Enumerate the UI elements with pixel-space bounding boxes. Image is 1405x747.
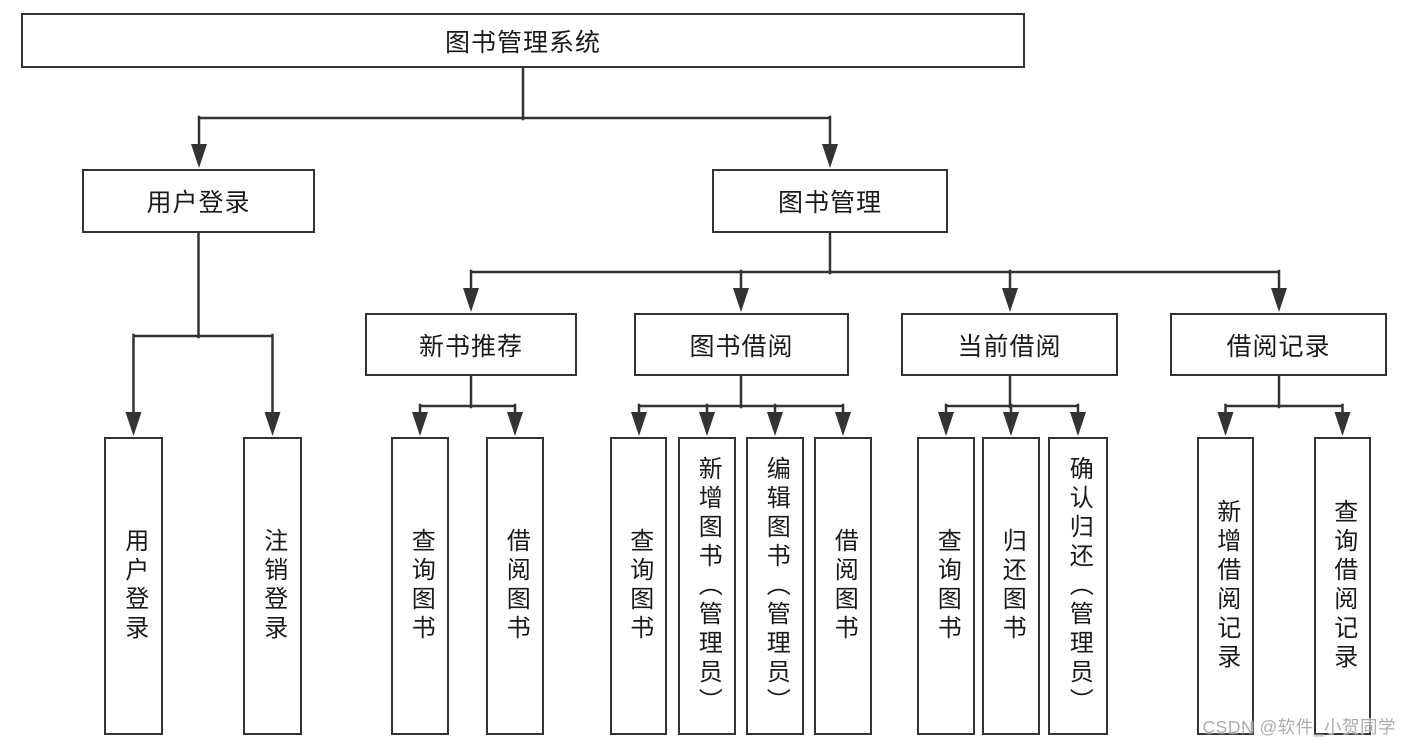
- csdn-watermark: CSDN @软件_小贺同学: [1202, 717, 1396, 737]
- leaf-add-books-admin: 新增图书（管理员）: [678, 437, 736, 735]
- node-label: 用户登录: [146, 189, 251, 217]
- node-book-borrow: 图书借阅: [634, 313, 849, 376]
- node-label: 图书管理系统: [444, 28, 601, 57]
- leaf-edit-books-admin: 编辑图书（管理员）: [746, 437, 804, 735]
- leaf-query-borrow-record: 查询借阅记录: [1314, 437, 1371, 735]
- node-current-borrow: 当前借阅: [901, 313, 1118, 376]
- node-label: 查询图书: [625, 528, 653, 644]
- node-user-login: 用户登录: [82, 169, 315, 233]
- leaf-borrow-books-2: 借阅图书: [814, 437, 872, 735]
- node-new-book-recommend: 新书推荐: [365, 313, 577, 376]
- leaf-query-books-1: 查询图书: [391, 437, 449, 735]
- node-label: 确认归还（管理员）: [1065, 455, 1093, 717]
- node-book-management: 图书管理: [712, 169, 948, 233]
- leaf-query-books-2: 查询图书: [610, 437, 667, 735]
- node-root-system: 图书管理系统: [21, 13, 1025, 68]
- node-label: 查询借阅记录: [1329, 499, 1357, 673]
- node-label: 归还图书: [998, 528, 1026, 644]
- leaf-query-books-3: 查询图书: [917, 437, 975, 735]
- node-label: 查询图书: [933, 528, 961, 644]
- node-label: 新增图书（管理员）: [694, 455, 722, 717]
- node-label: 图书借阅: [689, 332, 794, 361]
- node-label: 借阅图书: [830, 528, 858, 644]
- node-borrow-records: 借阅记录: [1170, 313, 1387, 376]
- node-label: 当前借阅: [957, 332, 1062, 361]
- node-label: 借阅记录: [1226, 332, 1331, 361]
- node-label: 编辑图书（管理员）: [762, 455, 790, 717]
- arrowheads: [125, 144, 1351, 436]
- node-label: 查询图书: [407, 528, 435, 644]
- node-label: 新书推荐: [418, 332, 523, 361]
- leaf-logout: 注销登录: [243, 437, 302, 735]
- node-label: 图书管理: [777, 189, 882, 217]
- node-label: 借阅图书: [502, 528, 530, 644]
- leaf-user-login: 用户登录: [104, 437, 163, 735]
- node-label: 用户登录: [120, 528, 148, 644]
- leaf-confirm-return-admin: 确认归还（管理员）: [1048, 437, 1108, 735]
- leaf-add-borrow-record: 新增借阅记录: [1197, 437, 1254, 735]
- leaf-return-books: 归还图书: [982, 437, 1040, 735]
- connector-line-path: [132, 66, 1344, 416]
- node-label: 注销登录: [259, 528, 287, 644]
- node-label: 新增借阅记录: [1212, 499, 1240, 673]
- leaf-borrow-books-1: 借阅图书: [486, 437, 544, 735]
